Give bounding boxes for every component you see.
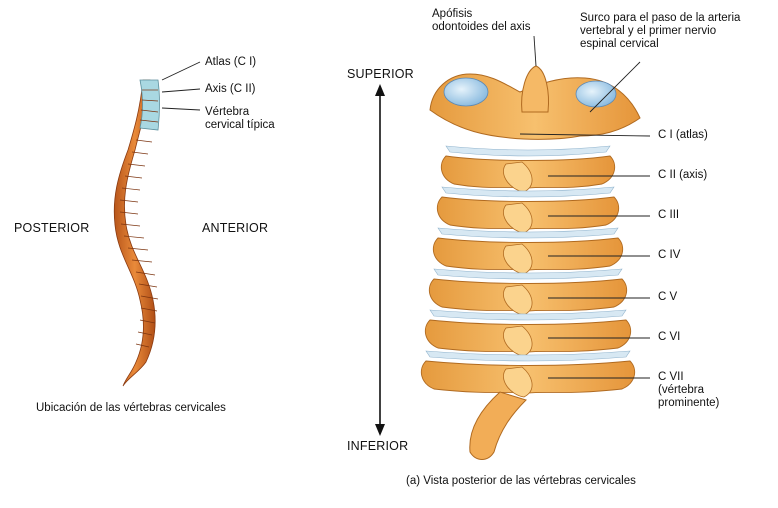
- intervertebral-disc-c6: [429, 309, 627, 321]
- label-c6: C VI: [658, 331, 681, 343]
- label-c4: C IV: [658, 249, 681, 261]
- intervertebral-disc-c5: [433, 268, 623, 280]
- odontoid-process: [521, 65, 549, 113]
- spine-segment-lines: [119, 89, 159, 348]
- right-leader-lines: [519, 35, 651, 379]
- orientation-arrow: [375, 84, 385, 436]
- label-posterior: POSTERIOR: [14, 221, 90, 235]
- label-axis: Axis (C II): [205, 83, 256, 95]
- label-c3: C III: [658, 209, 680, 221]
- label-vertebral-artery-groove: Surco para el paso de la arteria vertebr…: [580, 12, 741, 50]
- cervical-region-highlight: [139, 79, 160, 131]
- atlas-facet-right: [575, 80, 617, 108]
- label-c2: C II (axis): [658, 169, 708, 181]
- atlas-facet-left: [443, 77, 489, 107]
- left-leader-lines: [161, 61, 201, 111]
- cervical-vertebrae-illustration: [420, 65, 641, 460]
- spinal-column: [113, 79, 156, 387]
- label-superior: SUPERIOR: [347, 67, 414, 81]
- label-odontoid-process: Apófisis odontoides del axis: [432, 8, 531, 33]
- label-c5: C V: [658, 291, 678, 303]
- spinous-process-c7: [503, 366, 533, 398]
- intervertebral-disc-c2: [445, 145, 611, 157]
- label-atlas: Atlas (C I): [205, 56, 257, 68]
- label-inferior: INFERIOR: [347, 439, 409, 453]
- c7-spinous-process: [469, 391, 527, 460]
- intervertebral-disc-c3: [441, 186, 615, 198]
- caption-location: Ubicación de las vértebras cervicales: [36, 402, 226, 414]
- label-c7: C VII (vértebra prominente): [658, 371, 720, 409]
- intervertebral-disc-c4: [437, 227, 619, 239]
- caption-posterior-view: (a) Vista posterior de las vértebras cer…: [406, 475, 636, 487]
- label-c1: C I (atlas): [658, 129, 708, 141]
- label-anterior: ANTERIOR: [202, 221, 269, 235]
- intervertebral-disc-c7: [425, 350, 631, 362]
- full-spine-illustration: [113, 79, 160, 387]
- label-typical-cervical-vertebra: Vértebra cervical típica: [205, 106, 275, 131]
